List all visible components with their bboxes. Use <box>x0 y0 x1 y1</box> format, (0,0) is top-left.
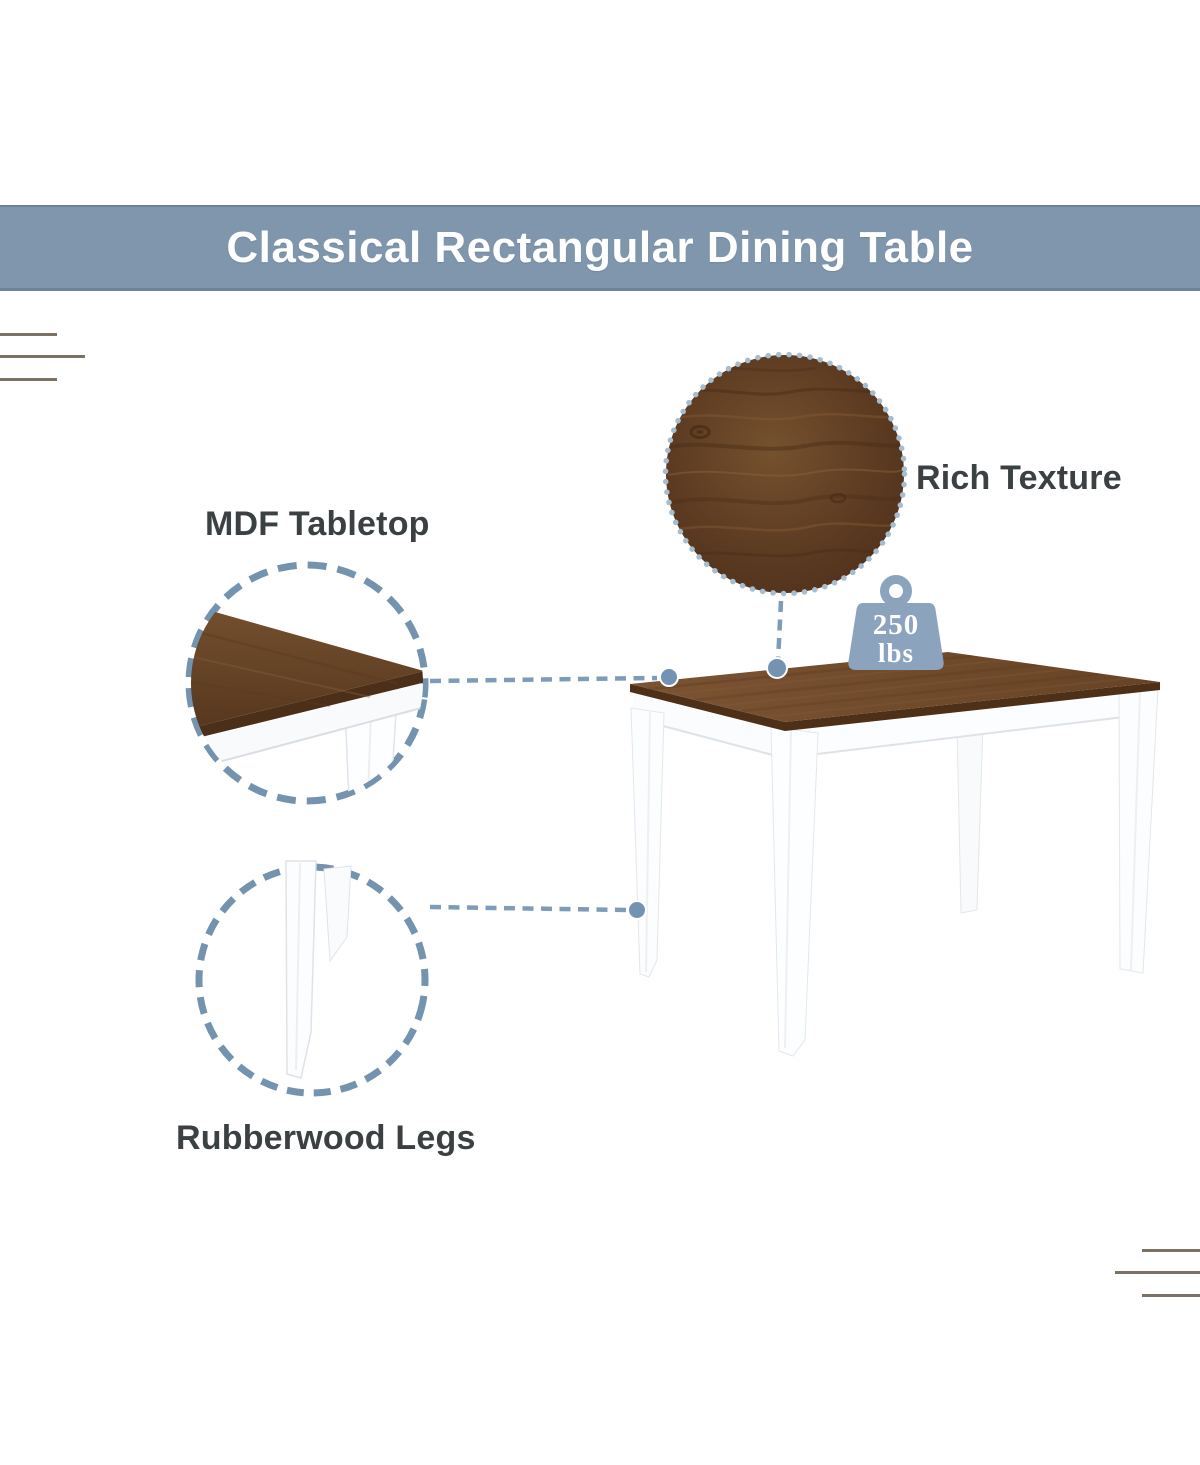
detail-leg-front <box>285 860 317 1079</box>
detail-leg-rear <box>323 865 352 963</box>
detail-tabletop-wood <box>191 606 423 729</box>
weight-capacity-unit: lbs <box>877 638 915 668</box>
wood-texture-zoom-circle <box>662 351 908 597</box>
table-apron-right <box>784 691 1157 758</box>
dining-table-image <box>630 652 1160 1057</box>
mdf-corner-detail <box>191 606 423 799</box>
wood-grain-lines <box>666 366 904 558</box>
tabletop-grain <box>648 654 1134 718</box>
connector-dot-legs <box>627 900 647 920</box>
connector-line-mdf <box>429 675 658 684</box>
table-leg-front <box>770 726 819 1057</box>
mdf-tabletop-label: MDF Tabletop <box>205 505 430 543</box>
page-title: Classical Rectangular Dining Table <box>226 222 974 272</box>
decor-line-bottom-right-1 <box>1142 1249 1200 1252</box>
tabletop-surface <box>630 652 1160 722</box>
tabletop-edge <box>630 682 1160 731</box>
wood-texture-fill <box>666 355 904 593</box>
connector-dot-mdf <box>659 667 679 687</box>
kettlebell-weight-icon <box>848 575 944 670</box>
detail-top-edge <box>191 671 423 740</box>
weight-body <box>848 603 944 670</box>
table-apron-left <box>633 694 784 758</box>
title-banner: Classical Rectangular Dining Table <box>0 205 1200 291</box>
decor-line-top-left-1 <box>0 333 57 336</box>
connector-line-texture <box>775 600 784 662</box>
connector-line-legs <box>429 904 629 913</box>
detail-apron <box>191 683 423 768</box>
decor-line-bottom-right-3 <box>1142 1294 1200 1297</box>
rubberwood-zoom-circle <box>195 860 429 1097</box>
weight-capacity-value: 250 <box>872 609 920 641</box>
dashed-ring <box>185 561 429 805</box>
rich-texture-label: Rich Texture <box>916 459 1122 497</box>
decor-line-top-left-2 <box>0 355 85 358</box>
dashed-ring <box>195 863 429 1097</box>
decor-line-bottom-right-2 <box>1115 1271 1200 1274</box>
table-leg-rear <box>956 723 984 914</box>
connector-lines <box>429 600 784 913</box>
rubberwood-legs-label: Rubberwood Legs <box>176 1119 476 1157</box>
dotted-ring <box>662 351 908 597</box>
decor-line-top-left-3 <box>0 378 57 381</box>
mdf-zoom-circle <box>185 561 429 805</box>
connector-dot-texture <box>766 657 788 679</box>
weight-handle <box>880 575 912 607</box>
